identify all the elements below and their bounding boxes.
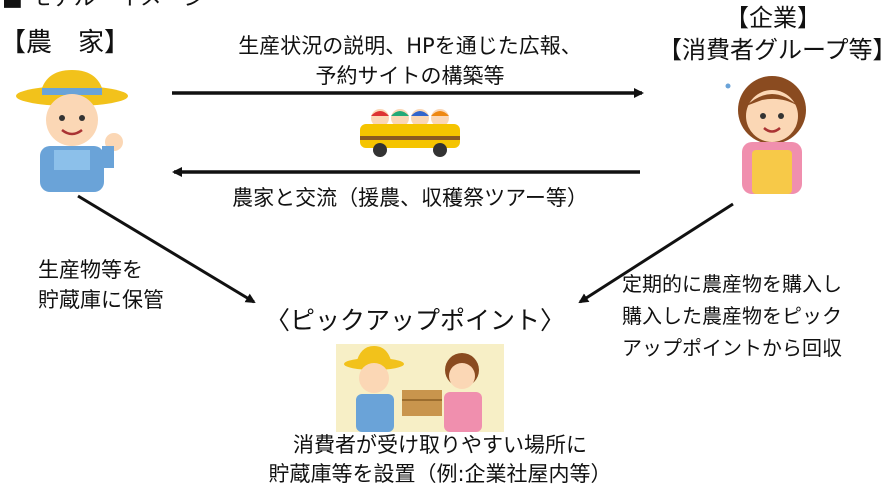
pickup-point-title: 〈ピックアップポイント〉 — [264, 306, 565, 335]
page-title: ■ モデル・イメージ — [2, 0, 205, 12]
to-company-text-line1: 生産状況の説明、HPを通じた広報、 — [238, 34, 582, 58]
farmer-label: 【農 家】 — [0, 28, 131, 58]
to-farmer-text: 農家と交流（援農、収穫祭ツアー等） — [232, 186, 588, 210]
company-label-line1: 【企業】 — [725, 4, 821, 32]
farmer-to-pickup-line1: 生産物等を — [38, 258, 143, 282]
company-label-line2: 【消費者グループ等】 — [658, 36, 887, 64]
farmer-illustration — [16, 70, 128, 192]
arrow-farmer-to-pickup — [77, 194, 256, 304]
handover-illustration — [336, 344, 504, 432]
company-to-pickup-line1: 定期的に農産物を購入し — [622, 272, 842, 296]
consumer-woman-illustration — [725, 76, 806, 194]
pickup-desc-line1: 消費者が受け取りやすい場所に — [293, 433, 587, 457]
company-to-pickup-line3: アップポイントから回収 — [622, 336, 842, 360]
bus-illustration — [360, 109, 460, 157]
to-company-text-line2: 予約サイトの構築等 — [315, 64, 505, 88]
farmer-to-pickup-line2: 貯蔵庫に保管 — [38, 288, 164, 312]
company-to-pickup-line2: 購入した農産物をピック — [622, 304, 842, 328]
pickup-desc-line2: 貯蔵庫等を設置（例:企業社屋内等） — [268, 462, 612, 486]
arrow-company-to-pickup — [578, 202, 734, 304]
